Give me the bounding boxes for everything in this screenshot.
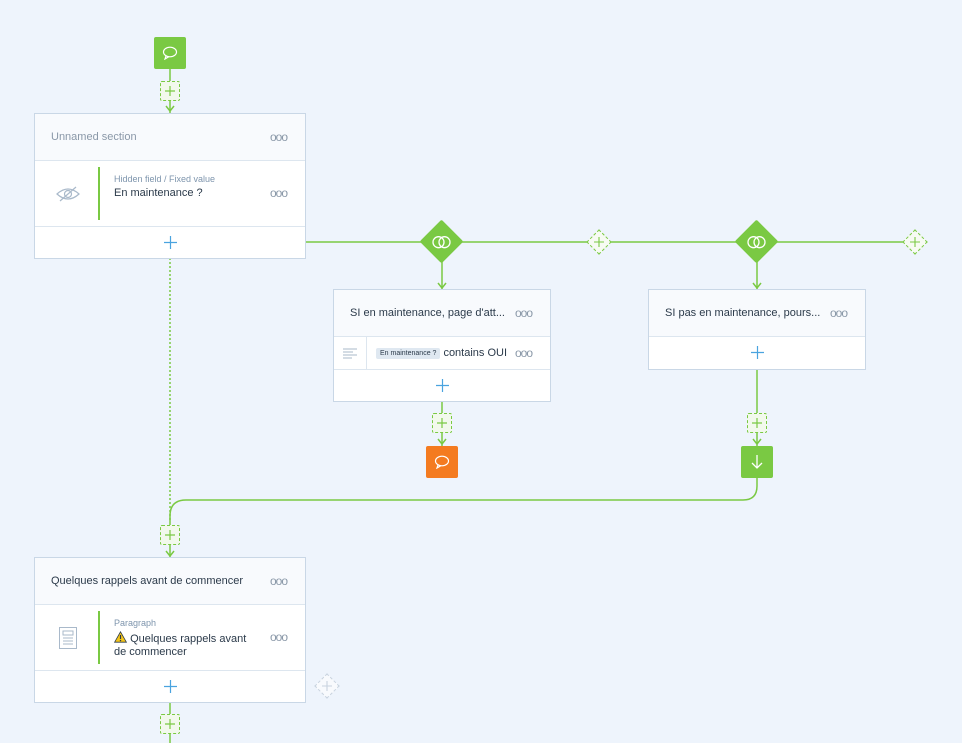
lines-icon [343,348,357,358]
add-step-button[interactable] [747,413,767,433]
field-menu-button[interactable]: ooo [269,630,288,644]
section-menu-button[interactable]: ooo [269,130,288,144]
field-label-wrapper: Quelques rappels avant de commencer [113,630,256,659]
plus-icon [437,418,447,428]
plus-icon [163,236,177,249]
field-row-paragraph[interactable]: Paragraph Quelques rappels avant de comm… [35,605,305,671]
condition-node-right[interactable] [734,219,779,264]
chat-bubble-icon [162,46,178,60]
eye-slash-icon [55,186,80,201]
end-node-message[interactable] [426,446,458,478]
branch-title: SI pas en maintenance, pours... [665,307,821,319]
section-header: Unnamed section ooo [35,114,305,161]
field-label: En maintenance ? [114,187,203,199]
continue-node[interactable] [741,446,773,478]
add-step-button[interactable] [432,413,452,433]
condition-node-left[interactable] [419,219,464,264]
section-card-unnamed[interactable]: Unnamed section ooo Hidden field / Fixed… [34,113,306,259]
plus-icon [752,418,762,428]
branch-menu-button[interactable]: ooo [829,306,848,320]
condition-operator: contains OUI [443,347,508,359]
venn-icon [747,235,766,248]
add-field-button[interactable] [35,227,305,258]
add-step-button[interactable] [160,81,180,101]
field-type: Paragraph [114,618,157,628]
warning-icon [113,630,128,643]
add-condition-button[interactable] [314,673,340,699]
condition-row[interactable]: En maintenance ? contains OUI ooo [334,337,550,370]
plus-icon [750,346,764,359]
plus-icon [435,379,449,392]
paragraph-label: Quelques rappels avant de commencer [114,633,247,658]
branch-card-right[interactable]: SI pas en maintenance, pours... ooo [648,289,866,370]
add-step-button[interactable] [160,525,180,545]
field-menu-button[interactable]: ooo [269,186,288,200]
field-row-hidden[interactable]: Hidden field / Fixed value En maintenanc… [35,161,305,227]
plus-icon [910,237,920,247]
section-title: Unnamed section [51,131,137,143]
plus-icon [594,237,604,247]
section-card-rappels[interactable]: Quelques rappels avant de commencer ooo … [34,557,306,703]
branch-menu-button[interactable]: ooo [514,306,533,320]
condition-menu-button[interactable]: ooo [514,346,533,360]
venn-icon [432,235,451,248]
arrow-down-icon [751,455,763,469]
branch-card-left[interactable]: SI en maintenance, page d'att... ooo En … [333,289,551,402]
branch-title: SI en maintenance, page d'att... [350,307,505,319]
plus-icon [165,719,175,729]
add-field-button[interactable] [35,671,305,702]
branch-header: SI pas en maintenance, pours... ooo [649,290,865,337]
plus-icon [165,86,175,96]
chat-bubble-icon [434,455,450,469]
add-step-button[interactable] [160,714,180,734]
add-condition-rule-button[interactable] [649,337,865,368]
branch-header: SI en maintenance, page d'att... ooo [334,290,550,337]
plus-icon [322,681,332,691]
add-condition-button[interactable] [902,229,928,255]
plus-icon [163,680,177,693]
condition-field-chip: En maintenance ? [376,347,441,359]
add-condition-rule-button[interactable] [334,370,550,401]
field-type: Hidden field / Fixed value [114,174,216,184]
start-node[interactable] [154,37,186,69]
plus-icon [165,530,175,540]
section-header: Quelques rappels avant de commencer ooo [35,558,305,605]
section-menu-button[interactable]: ooo [269,574,288,588]
add-condition-button[interactable] [586,229,612,255]
section-title: Quelques rappels avant de commencer [51,575,243,587]
paragraph-icon [58,626,77,649]
